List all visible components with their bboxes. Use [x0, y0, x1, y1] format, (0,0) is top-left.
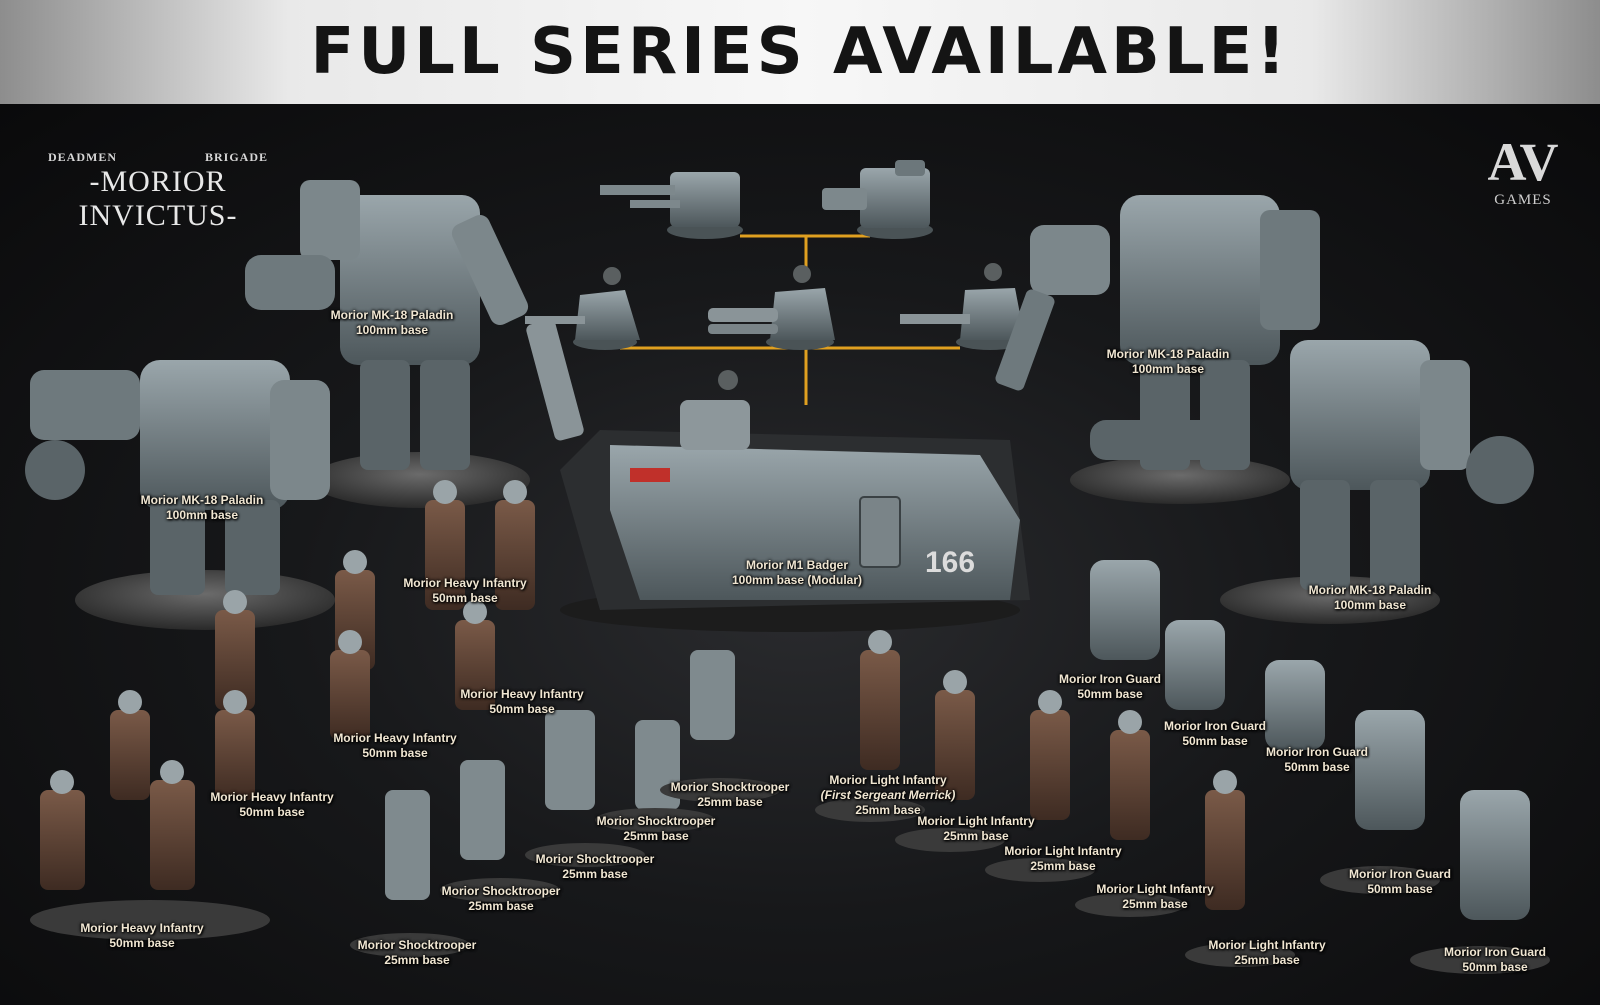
paladin-mech-front-right	[1220, 340, 1534, 624]
turret-option-top-right	[822, 160, 933, 239]
av-games-logo: AV GAMES	[1478, 132, 1568, 209]
logo-top-left: DEADMEN	[48, 150, 117, 164]
logo-main: -MORIOR INVICTUS-	[78, 165, 238, 232]
paladin-mech-back-left	[245, 180, 584, 508]
turret-option-mid-center	[708, 265, 835, 350]
title-banner: Full series available!	[0, 0, 1600, 107]
morior-invictus-logo: DEADMEN BRIGADE -MORIOR INVICTUS-	[8, 150, 308, 233]
turret-option-mid-left	[525, 267, 640, 350]
banner-title: Full series available!	[310, 15, 1290, 89]
paladin-mech-front-left	[25, 360, 335, 630]
tank-number: 166	[925, 546, 975, 579]
turret-option-mid-right	[900, 263, 1025, 350]
games-text: GAMES	[1494, 192, 1552, 208]
logo-top-right: BRIGADE	[204, 150, 268, 164]
label-light-infantry-merrick: Morior Light Infantry(First Sergeant Mer…	[820, 773, 956, 817]
paladin-mech-back-right	[995, 195, 1320, 504]
turret-option-top-left	[600, 172, 743, 239]
badger-tank: 166	[560, 370, 1030, 632]
infantry-figures	[30, 480, 1550, 974]
av-mark: AV	[1487, 132, 1559, 192]
